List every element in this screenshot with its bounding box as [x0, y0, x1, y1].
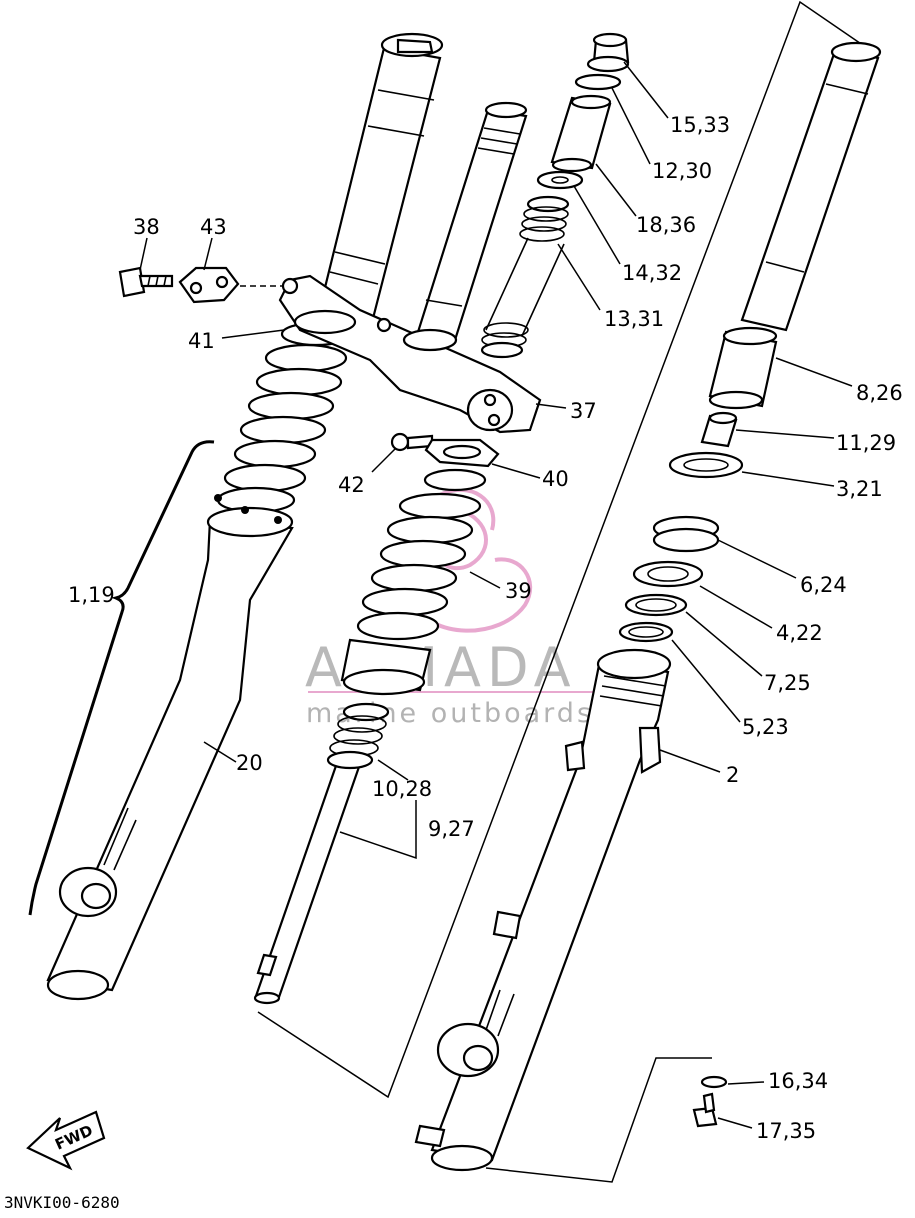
callout-6-24: 6,24 — [800, 573, 847, 597]
callouts: 38 43 41 1,19 20 42 37 40 39 10,28 9,27 … — [68, 113, 903, 1143]
callout-8-26: 8,26 — [856, 381, 903, 405]
callout-5-23: 5,23 — [742, 715, 789, 739]
callout-18-36: 18,36 — [636, 213, 696, 237]
slide-metal-11 — [700, 411, 738, 448]
callout-4-22: 4,22 — [776, 621, 823, 645]
left-fork-boot — [216, 321, 352, 514]
callout-40: 40 — [542, 467, 569, 491]
leader-lines — [139, 61, 853, 1129]
bracket-1-19 — [28, 440, 215, 916]
slide-metal-5 — [618, 621, 674, 643]
callout-12-30: 12,30 — [652, 159, 712, 183]
callout-37: 37 — [570, 399, 597, 423]
under-bracket — [278, 274, 542, 434]
spacer-18 — [550, 94, 612, 173]
dust-seal-6 — [652, 515, 720, 553]
callout-39: 39 — [505, 579, 532, 603]
oil-seal-8 — [708, 326, 778, 410]
cable-guide-43 — [178, 266, 284, 304]
group-bracket-bottom — [485, 1057, 712, 1183]
cover-40 — [424, 438, 500, 468]
left-fork-assembly — [28, 32, 444, 1001]
right-inner-tube — [740, 41, 882, 332]
steering-stem — [416, 101, 528, 342]
drawing-code: 3NVKI00-6280 — [4, 1193, 120, 1212]
bolt-38 — [118, 266, 174, 298]
callout-41: 41 — [188, 329, 215, 353]
callout-20: 20 — [236, 751, 263, 775]
damper-rod — [253, 758, 362, 1005]
bolt-42 — [390, 432, 434, 452]
fwd-arrow: FWD — [26, 1110, 106, 1171]
center-fork-boot — [340, 468, 487, 696]
callout-43: 43 — [200, 215, 227, 239]
circlip-3 — [668, 451, 744, 479]
callout-11-29: 11,29 — [836, 431, 896, 455]
callout-17-35: 17,35 — [756, 1119, 816, 1143]
washer-16 — [700, 1075, 728, 1089]
callout-15-33: 15,33 — [670, 113, 730, 137]
washer-7 — [624, 593, 688, 617]
o-ring-12 — [574, 73, 622, 91]
steering-stem-assembly — [118, 101, 542, 468]
callout-38: 38 — [133, 215, 160, 239]
washer-14 — [536, 170, 584, 190]
callout-16-34: 16,34 — [768, 1069, 828, 1093]
watermark-ring — [439, 488, 496, 531]
callout-10-28: 10,28 — [372, 777, 432, 801]
drain-bolt-17 — [692, 1092, 718, 1128]
right-outer-tube — [414, 648, 672, 1172]
left-outer-tube — [46, 494, 294, 1001]
callout-1-19: 1,19 — [68, 583, 115, 607]
fork-spring-13 — [480, 195, 570, 359]
rebound-spring-10 — [326, 702, 390, 770]
oil-seal-4 — [632, 560, 704, 588]
callout-7-25: 7,25 — [764, 671, 811, 695]
callout-13-31: 13,31 — [604, 307, 664, 331]
callout-14-32: 14,32 — [622, 261, 682, 285]
cap-bolt-15 — [586, 32, 630, 73]
group-bracket-right-tube — [257, 0, 871, 1099]
callout-42: 42 — [338, 473, 365, 497]
left-inner-tube — [316, 32, 444, 332]
callout-3-21: 3,21 — [836, 477, 883, 501]
callout-9-27: 9,27 — [428, 817, 475, 841]
callout-2: 2 — [726, 763, 739, 787]
